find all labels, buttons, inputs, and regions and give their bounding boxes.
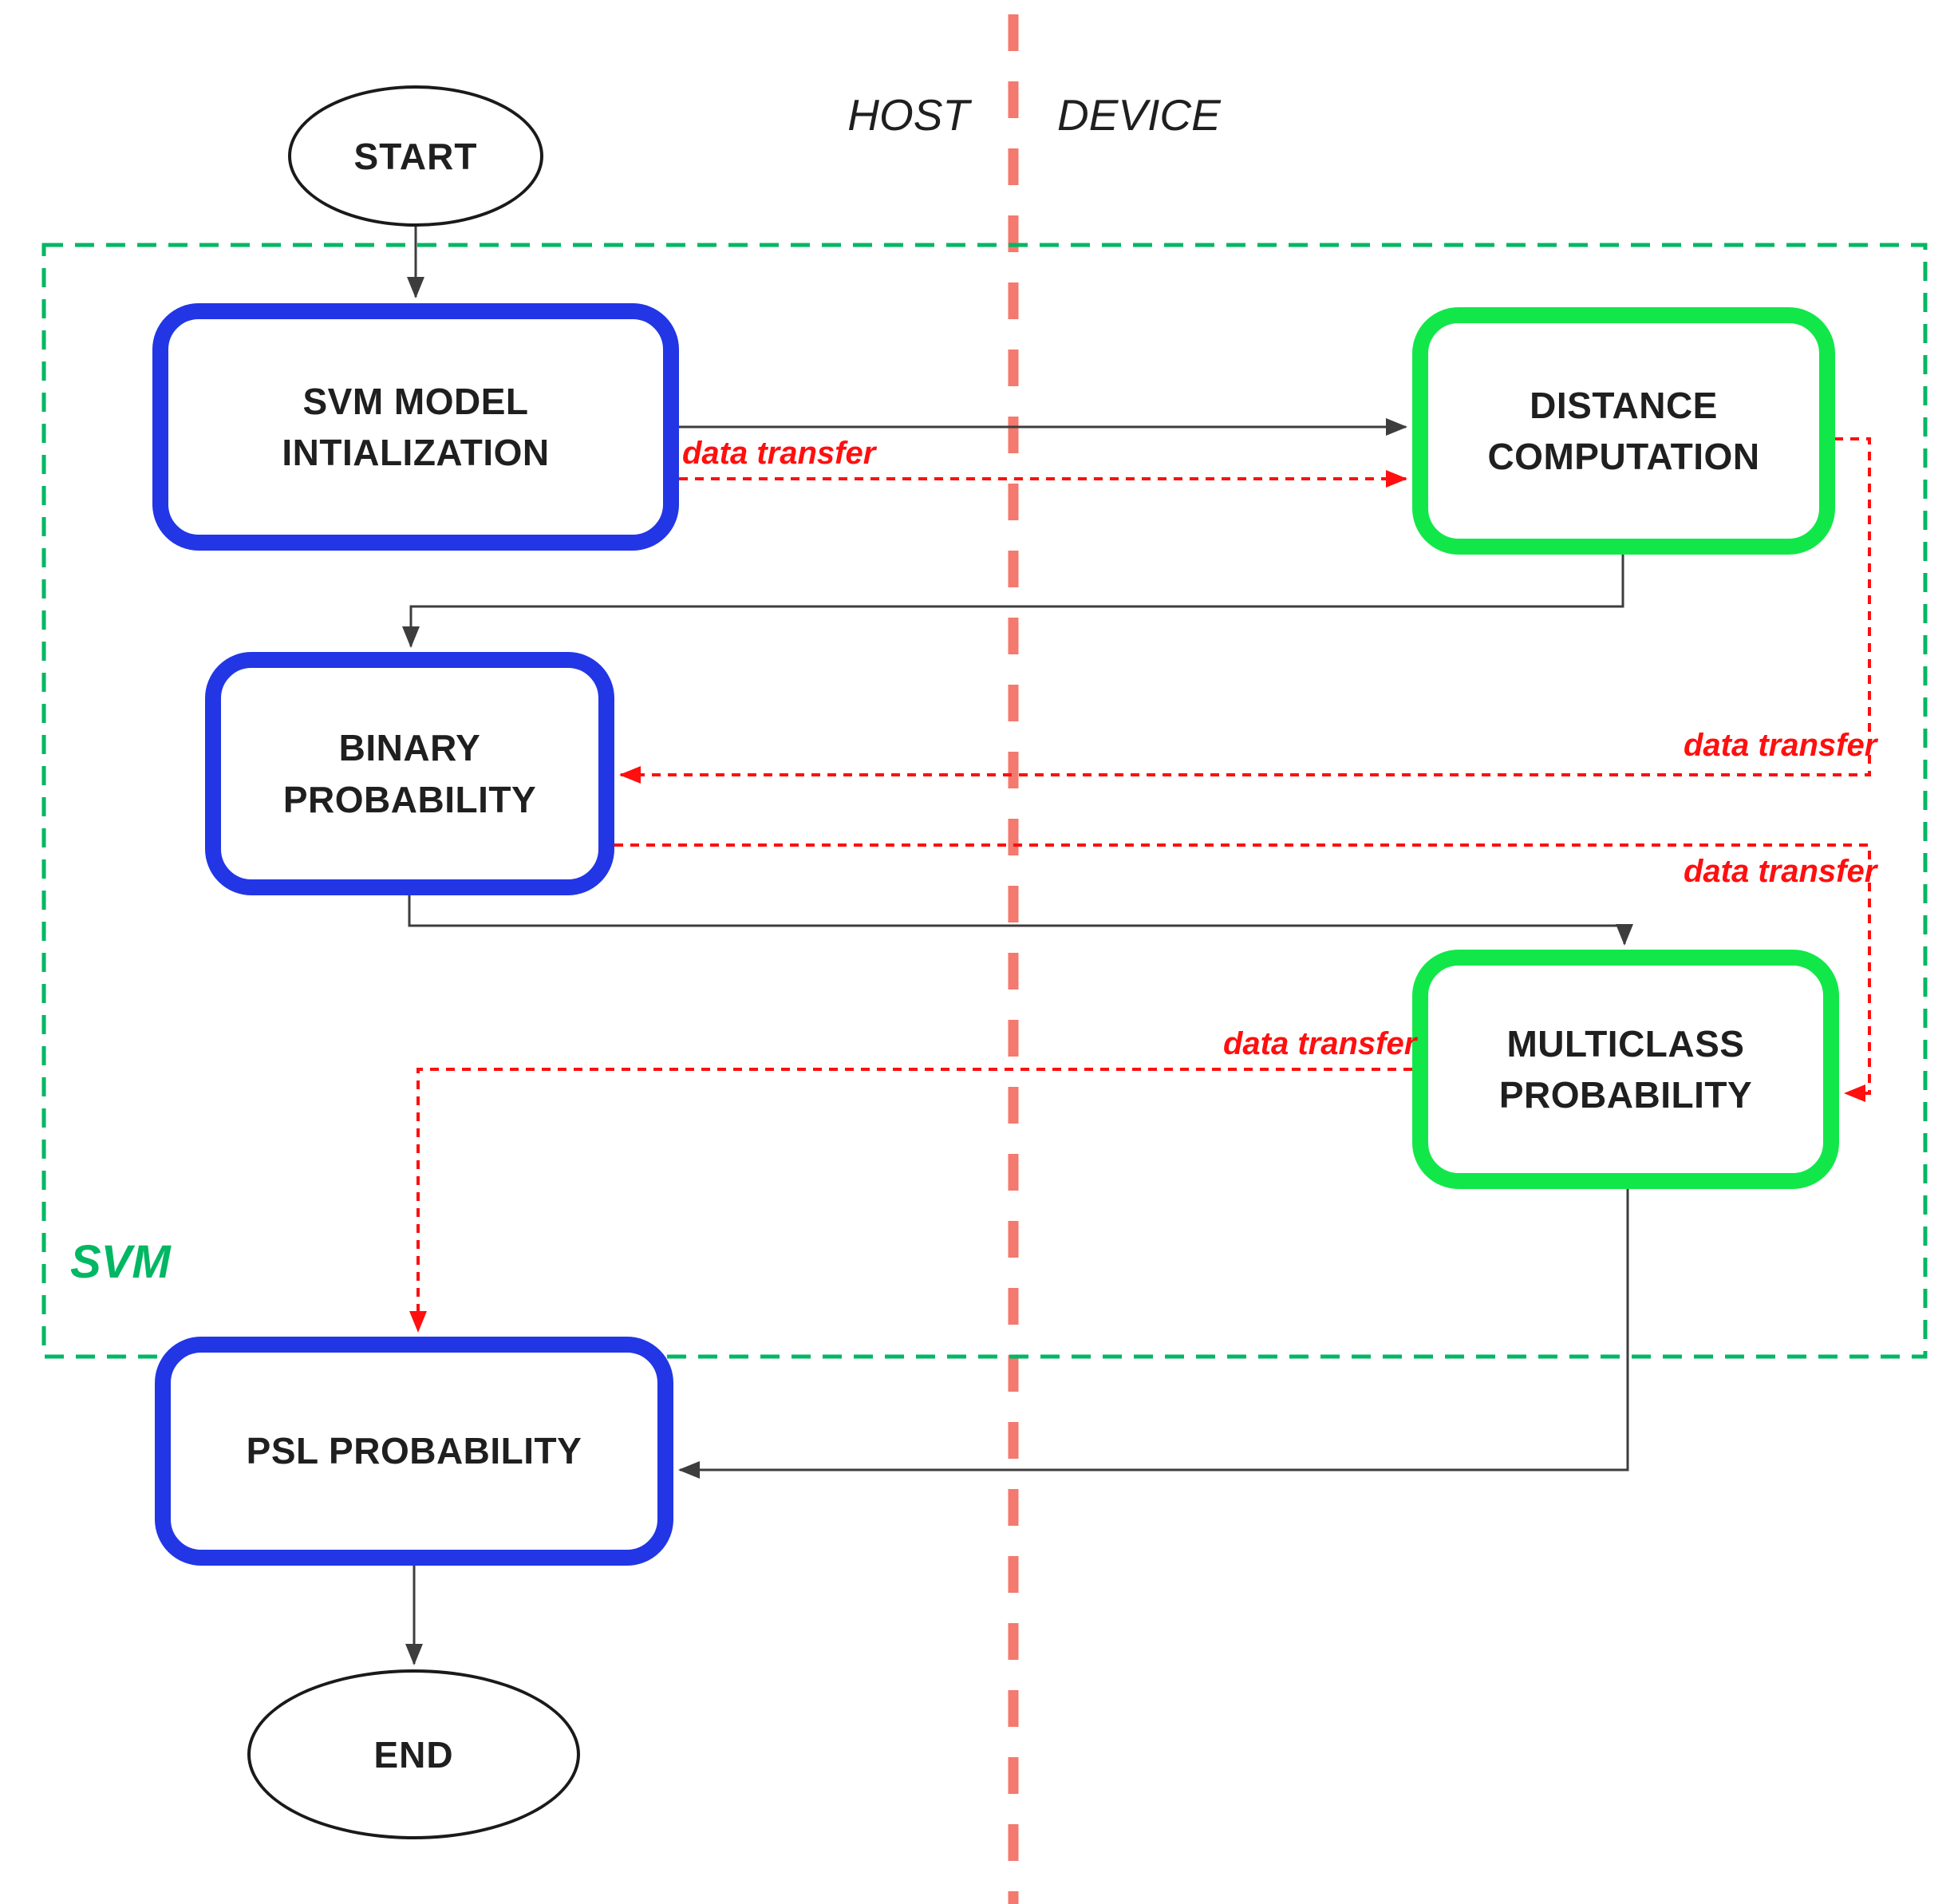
node-multiclass-probability: MULTICLASS PROBABILITY (1412, 950, 1839, 1189)
end-terminal-label: END (373, 1733, 454, 1776)
data-transfer-label-4: data transfer (1223, 1026, 1417, 1061)
start-terminal-label: START (353, 135, 478, 177)
transfer-multiclass-to-psl (409, 1068, 1412, 1333)
node-binary-probability-label: BINARY PROBABILITY (282, 727, 537, 820)
data-transfer-label-2: data transfer (1684, 728, 1877, 763)
end-terminal: END (247, 1669, 580, 1839)
transfer-binary-to-multiclass (614, 843, 1871, 1102)
node-multiclass-probability-label: MULTICLASS PROBABILITY (1498, 1022, 1753, 1116)
flow-binary-to-multiclass (408, 895, 1633, 946)
node-distance-computation-label: DISTANCE COMPUTATION (1487, 384, 1760, 477)
flow-multiclass-to-psl (678, 1189, 1629, 1479)
lane-label-host: HOST (847, 90, 969, 140)
flow-distance-to-binary (402, 555, 1624, 648)
data-transfer-label-3: data transfer (1684, 854, 1877, 889)
svm-region-label: SVM (70, 1236, 171, 1288)
transfer-distance-to-binary (619, 437, 1871, 784)
data-transfer-label-1: data transfer (682, 436, 876, 471)
node-svm-model-initialization-label: SVM MODEL INTIALIZATION (282, 380, 550, 473)
lane-label-device: DEVICE (1057, 90, 1221, 140)
node-distance-computation: DISTANCE COMPUTATION (1412, 307, 1835, 555)
node-psl-probability: PSL PROBABILITY (155, 1337, 673, 1566)
node-psl-probability-label: PSL PROBABILITY (246, 1430, 582, 1472)
svm-region-outline (41, 243, 1928, 1359)
start-terminal: START (288, 85, 543, 227)
node-svm-model-initialization: SVM MODEL INTIALIZATION (152, 303, 679, 551)
node-binary-probability: BINARY PROBABILITY (205, 652, 614, 895)
